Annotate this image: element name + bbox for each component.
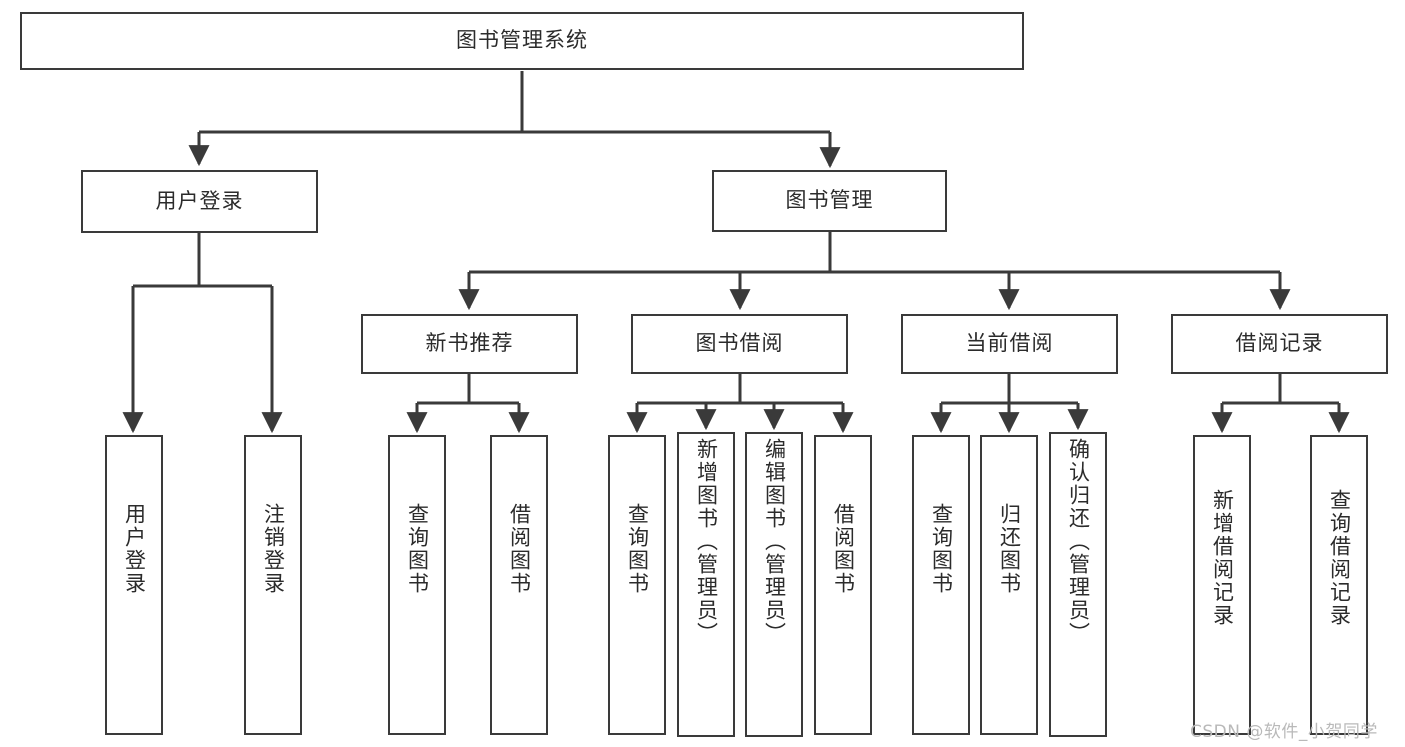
leaf-new-book-query[interactable]: 查询图书 xyxy=(388,435,446,735)
node-user-login[interactable]: 用户登录 xyxy=(81,170,318,233)
node-new-book-recommend[interactable]: 新书推荐 xyxy=(361,314,578,374)
node-root[interactable]: 图书管理系统 xyxy=(20,12,1024,70)
node-user-login-label: 用户登录 xyxy=(155,188,244,213)
leaf-book-borrow-edit-label: 编辑图书（管理员） xyxy=(762,438,787,645)
leaf-current-borrow-return-label: 归还图书 xyxy=(997,503,1022,595)
node-borrow-record-label: 借阅记录 xyxy=(1235,331,1324,356)
node-root-label: 图书管理系统 xyxy=(456,28,588,53)
leaf-current-borrow-confirm[interactable]: 确认归还（管理员） xyxy=(1049,432,1107,737)
leaf-book-borrow-query-label: 查询图书 xyxy=(625,503,650,595)
leaf-new-book-borrow-label: 借阅图书 xyxy=(507,503,532,595)
leaf-user-login-login[interactable]: 用户登录 xyxy=(105,435,163,735)
leaf-book-borrow-borrow[interactable]: 借阅图书 xyxy=(814,435,872,735)
leaf-book-borrow-add[interactable]: 新增图书（管理员） xyxy=(677,432,735,737)
leaf-current-borrow-query[interactable]: 查询图书 xyxy=(912,435,970,735)
leaf-current-borrow-confirm-label: 确认归还（管理员） xyxy=(1066,438,1091,645)
leaf-book-borrow-add-label: 新增图书（管理员） xyxy=(694,438,719,645)
node-book-borrow-label: 图书借阅 xyxy=(695,331,784,356)
leaf-user-login-logout[interactable]: 注销登录 xyxy=(244,435,302,735)
node-current-borrow[interactable]: 当前借阅 xyxy=(901,314,1118,374)
leaf-book-borrow-query[interactable]: 查询图书 xyxy=(608,435,666,735)
leaf-current-borrow-return[interactable]: 归还图书 xyxy=(980,435,1038,735)
leaf-book-borrow-borrow-label: 借阅图书 xyxy=(831,503,856,595)
node-book-management[interactable]: 图书管理 xyxy=(712,170,947,232)
leaf-new-book-query-label: 查询图书 xyxy=(405,503,430,595)
node-new-book-recommend-label: 新书推荐 xyxy=(425,331,514,356)
leaf-user-login-logout-label: 注销登录 xyxy=(261,503,286,595)
leaf-borrow-record-query-label: 查询借阅记录 xyxy=(1327,489,1352,627)
leaf-user-login-login-label: 用户登录 xyxy=(122,503,147,595)
leaf-book-borrow-edit[interactable]: 编辑图书（管理员） xyxy=(745,432,803,737)
leaf-borrow-record-add-label: 新增借阅记录 xyxy=(1210,489,1235,627)
node-current-borrow-label: 当前借阅 xyxy=(965,331,1054,356)
leaf-borrow-record-query[interactable]: 查询借阅记录 xyxy=(1310,435,1368,735)
leaf-borrow-record-add[interactable]: 新增借阅记录 xyxy=(1193,435,1251,735)
leaf-current-borrow-query-label: 查询图书 xyxy=(929,503,954,595)
leaf-new-book-borrow[interactable]: 借阅图书 xyxy=(490,435,548,735)
node-book-borrow[interactable]: 图书借阅 xyxy=(631,314,848,374)
node-borrow-record[interactable]: 借阅记录 xyxy=(1171,314,1388,374)
csdn-watermark: CSDN @软件_小贺同学 xyxy=(1190,722,1378,742)
node-book-management-label: 图书管理 xyxy=(785,188,874,213)
